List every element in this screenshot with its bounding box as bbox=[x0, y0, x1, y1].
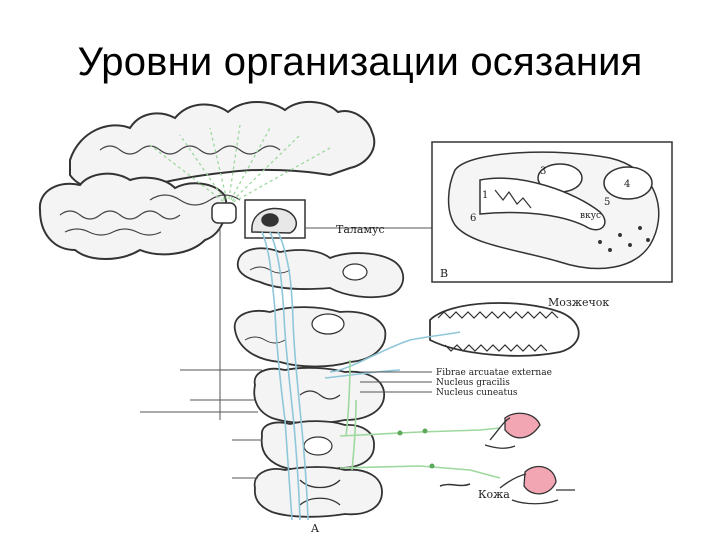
spinothalamic-tracts bbox=[339, 359, 501, 479]
fibrae-label: Fibrae arcuatae externae bbox=[436, 368, 552, 378]
cuneatus-label: Nucleus cuneatus bbox=[436, 388, 518, 398]
skin-label: Кожа bbox=[478, 488, 510, 501]
cerebellum-section bbox=[429, 302, 580, 357]
left-leader-lines bbox=[140, 369, 262, 479]
cortex-folds bbox=[59, 145, 281, 236]
dorsal-column-tracts bbox=[261, 231, 461, 521]
region-5-label: 5 bbox=[604, 197, 610, 208]
thalamus-label: Таламус bbox=[336, 223, 385, 236]
medulla-upper-section bbox=[253, 366, 385, 425]
region-1-label: 1 bbox=[482, 190, 488, 201]
skin-hair-mark bbox=[439, 483, 471, 487]
corona-radiata bbox=[149, 124, 331, 206]
slide-title: Уровни организации осязания bbox=[77, 40, 643, 84]
taste-label: вкус bbox=[580, 211, 601, 221]
cerebral-cortex bbox=[38, 101, 376, 260]
region-3-label: 3 bbox=[540, 166, 546, 177]
nuclei-leader-lines bbox=[360, 371, 432, 393]
medulla-lower-section bbox=[260, 420, 375, 472]
inset-letter-label: B bbox=[440, 267, 448, 280]
skin-receptor-upper bbox=[484, 412, 541, 449]
region-4-label: 4 bbox=[624, 179, 630, 190]
region-6-label: 6 bbox=[470, 213, 476, 224]
spinal-cord-section bbox=[253, 466, 383, 518]
thalamus-box bbox=[211, 199, 306, 239]
skin-receptor-lower bbox=[499, 465, 575, 505]
tract-nodes bbox=[397, 428, 435, 469]
inset-panel bbox=[431, 141, 673, 283]
pons-section bbox=[233, 306, 387, 368]
cerebellum-label: Мозжечок bbox=[548, 296, 609, 309]
gracilis-label: Nucleus gracilis bbox=[436, 378, 510, 388]
bottom-letter-label: A bbox=[310, 522, 320, 535]
midbrain-section bbox=[236, 247, 404, 299]
